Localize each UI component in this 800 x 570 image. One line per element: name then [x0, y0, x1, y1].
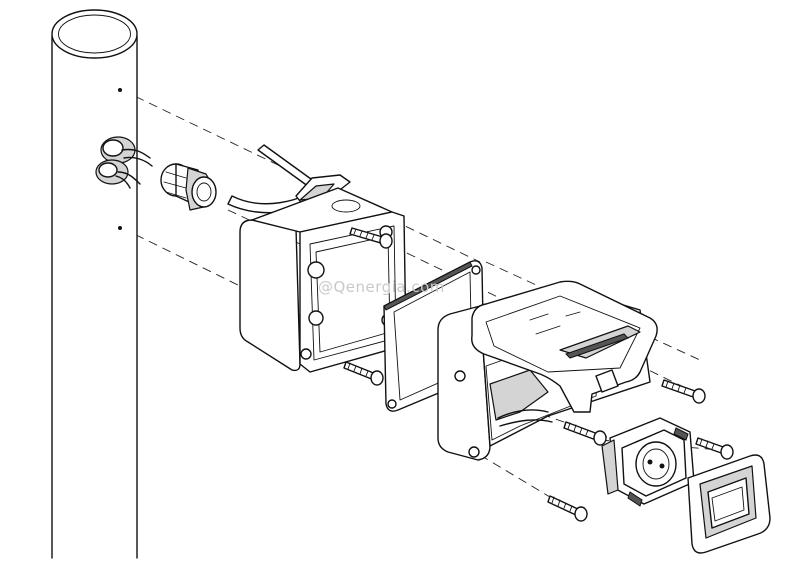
back-box-screw	[349, 227, 393, 249]
back-box	[239, 187, 407, 373]
mounting-pole	[51, 9, 138, 559]
cable-gland	[160, 163, 217, 211]
hinged-lid	[471, 280, 658, 413]
watermark: @Qenergia.com	[318, 278, 445, 296]
screw-lower-left	[343, 361, 384, 386]
screw-bottom	[547, 495, 588, 522]
pole-hole-top	[118, 88, 122, 92]
cover-plate	[687, 454, 771, 554]
cable-ends	[95, 136, 153, 189]
pole-hole-bottom	[118, 226, 122, 230]
socket-module	[601, 417, 695, 507]
screw-right-lower	[695, 437, 734, 460]
screw-right-upper	[661, 379, 706, 404]
screw-middle	[563, 421, 607, 446]
